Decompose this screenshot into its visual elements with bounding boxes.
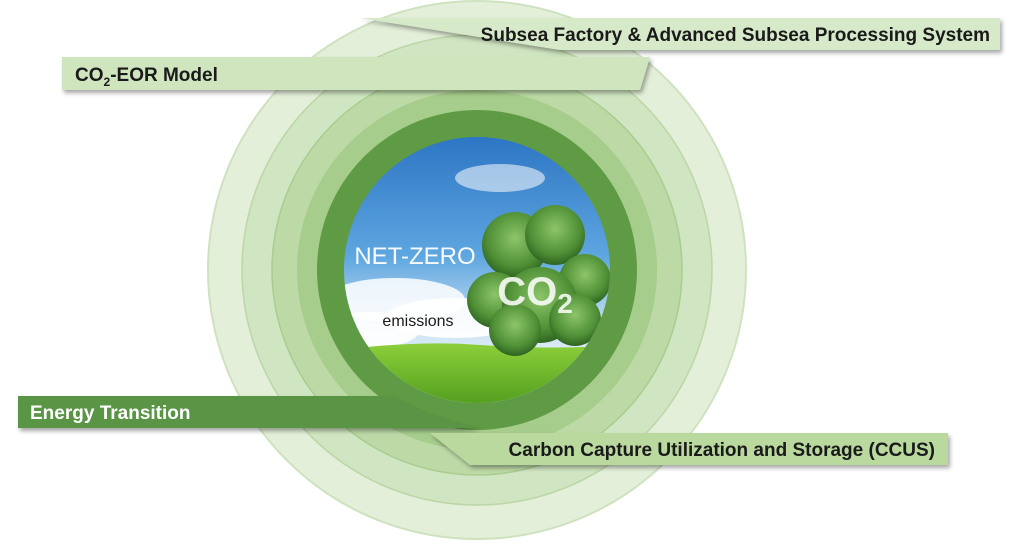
band-co2-eor-label: CO2-EOR Model — [75, 65, 218, 89]
band-subsea: Subsea Factory & Advanced Subsea Process… — [360, 18, 1000, 50]
co2-cloud-main: CO — [497, 270, 557, 314]
co2-eor-prefix: CO — [75, 65, 104, 86]
band-ccus: Carbon Capture Utilization and Storage (… — [430, 433, 948, 465]
band-co2-eor: CO2-EOR Model — [62, 57, 650, 90]
net-zero-label: NET-ZERO — [354, 243, 475, 270]
co2-bush — [467, 205, 610, 356]
center-image — [344, 137, 610, 403]
co2-cloud-sub: 2 — [557, 288, 573, 319]
co2-cloud-label: CO2 — [497, 270, 573, 319]
band-energy-transition: Energy Transition — [18, 396, 480, 428]
band-energy-transition-label: Energy Transition — [30, 403, 190, 424]
band-ccus-label: Carbon Capture Utilization and Storage (… — [509, 440, 935, 461]
emissions-label: emissions — [382, 313, 453, 330]
co2-eor-suffix: -EOR Model — [110, 65, 218, 86]
co2-eor-sub: 2 — [104, 75, 111, 89]
band-subsea-label: Subsea Factory & Advanced Subsea Process… — [481, 25, 990, 46]
